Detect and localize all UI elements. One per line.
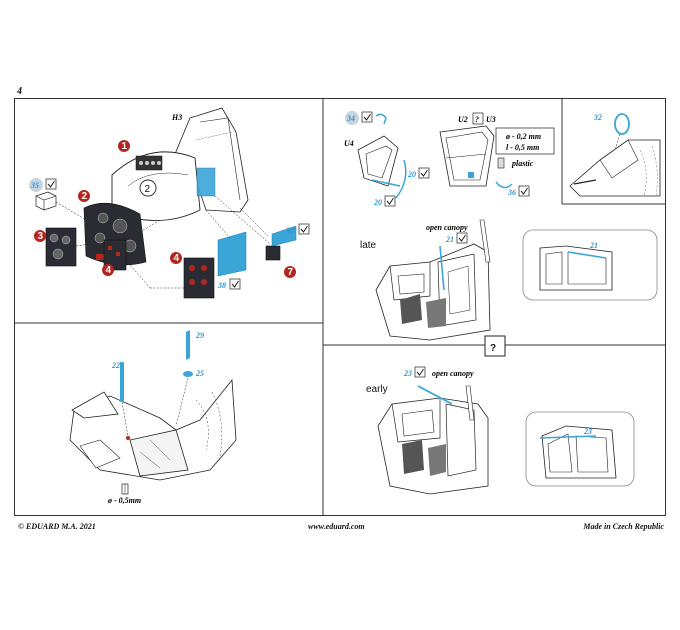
late-part-21-label: 21 bbox=[445, 235, 454, 244]
part-callout-35: 35 bbox=[29, 178, 57, 192]
late-open-canopy-note: open canopy bbox=[426, 223, 468, 232]
part-32-label: 32 bbox=[593, 113, 602, 122]
footer-origin: Made in Czech Republic bbox=[583, 522, 664, 531]
footer-website[interactable]: www.eduard.com bbox=[308, 522, 365, 531]
variant-label-h3: H3 bbox=[171, 113, 182, 122]
late-inset-part-21: 21 bbox=[589, 241, 598, 250]
page-number: 4 bbox=[17, 86, 22, 97]
svg-text:?: ? bbox=[490, 343, 496, 354]
svg-text:35: 35 bbox=[30, 181, 39, 190]
variant-label-u3: U3 bbox=[486, 115, 496, 124]
part-callout-38: 38 bbox=[217, 278, 241, 290]
early-open-canopy-note: open canopy bbox=[432, 369, 474, 378]
part-22-label: 22 bbox=[111, 361, 120, 370]
part-callout-34: 34 bbox=[345, 111, 387, 125]
red-marker-2: 2 bbox=[78, 190, 90, 202]
red-marker-1: 1 bbox=[118, 140, 130, 152]
variant-question-box: ? bbox=[484, 335, 506, 357]
part-36-label: 36 bbox=[507, 188, 516, 197]
early-part-23-label: 23 bbox=[403, 369, 412, 378]
variant-label-u4: U4 bbox=[344, 139, 354, 148]
instruction-frame bbox=[14, 98, 666, 516]
late-title: late bbox=[360, 240, 377, 251]
svg-text:4: 4 bbox=[174, 253, 180, 264]
variant-label-u2: U2 bbox=[458, 115, 468, 124]
question-mark-small: ? bbox=[475, 115, 479, 124]
part-25-label: 25 bbox=[195, 369, 204, 378]
canopy-variant-assembly: 34 U4 20 20 U2 ? U3 ø - 0,2 mm l - 0,5 m… bbox=[344, 111, 555, 207]
early-canopy-assembly: 23 open canopy early 23 bbox=[366, 366, 635, 495]
spec-length: l - 0,5 mm bbox=[506, 143, 539, 152]
early-title: early bbox=[366, 384, 388, 395]
spec-diameter: ø - 0,2 mm bbox=[505, 132, 541, 141]
svg-text:1: 1 bbox=[122, 141, 128, 152]
part-29-label: 29 bbox=[195, 331, 204, 340]
svg-text:34: 34 bbox=[346, 114, 355, 123]
footer-copyright: © EDUARD M.A. 2021 bbox=[18, 522, 96, 531]
red-marker-3: 3 bbox=[34, 230, 46, 242]
windscreen-assembly: 22 29 25 ø - 0,5mm bbox=[69, 330, 237, 505]
early-inset-part-23: 23 bbox=[583, 427, 592, 436]
svg-text:38: 38 bbox=[217, 281, 226, 290]
red-marker-4b: 4 bbox=[170, 252, 182, 264]
part-20b-label: 20 bbox=[373, 198, 382, 207]
svg-text:30: 30 bbox=[285, 226, 294, 235]
svg-text:2: 2 bbox=[82, 191, 88, 202]
svg-text:4: 4 bbox=[106, 265, 112, 276]
red-marker-4a: 4 bbox=[102, 264, 114, 276]
svg-text:7: 7 bbox=[288, 267, 294, 278]
plastic-note: plastic bbox=[511, 159, 534, 168]
late-canopy-assembly: late open canopy 21 21 bbox=[360, 219, 658, 341]
panel-number-glyph: 2 bbox=[145, 184, 151, 195]
instrument-panel-assembly: 2 bbox=[29, 107, 310, 299]
svg-text:3: 3 bbox=[38, 231, 44, 242]
part-20a-label: 20 bbox=[407, 170, 416, 179]
rod-diameter-spec: ø - 0,5mm bbox=[107, 496, 141, 505]
red-marker-7: 7 bbox=[284, 266, 296, 278]
detail-32-assembly: 32 bbox=[569, 113, 661, 197]
part-callout-30: 30 bbox=[285, 223, 310, 235]
